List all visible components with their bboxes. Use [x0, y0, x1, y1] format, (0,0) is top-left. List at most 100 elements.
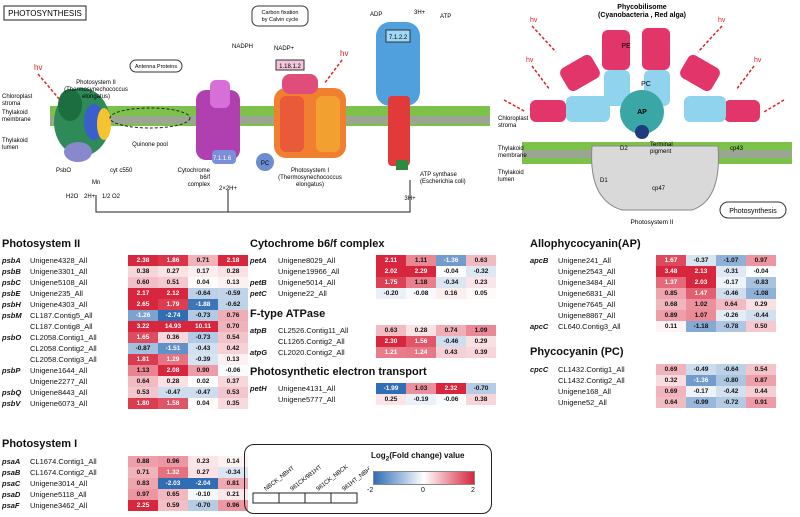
gene-name: petC — [250, 289, 267, 298]
svg-text:3H+: 3H+ — [414, 10, 426, 16]
heatmap-cell: -0.87 — [128, 343, 158, 354]
legend-max: 2 — [471, 487, 475, 494]
heatmap-cell: 2.11 — [376, 255, 406, 266]
heatmap-cell: 1.13 — [128, 365, 158, 376]
section-title-ap: Allophycocyanin(AP) — [530, 238, 641, 250]
gene-name — [2, 376, 30, 387]
heatmap-cell: 0.97 — [128, 489, 158, 500]
heatmap-cell: 0.05 — [466, 288, 496, 299]
heatmap-cell: 1.02 — [686, 299, 716, 310]
heatmap-cell: -0.37 — [686, 255, 716, 266]
heatmap-cell: 0.43 — [436, 347, 466, 358]
gene-name: psbB — [2, 267, 21, 276]
svg-text:NADPH: NADPH — [232, 44, 253, 50]
heatmap-cell: -1.51 — [158, 343, 188, 354]
svg-text:PC: PC — [261, 161, 270, 167]
gene-name — [530, 310, 558, 321]
gene-name: atpB — [250, 326, 267, 335]
heatmap-cell: -0.59 — [218, 288, 248, 299]
heatmap-cell: 1.32 — [158, 467, 188, 478]
gene-name: psbH — [2, 300, 21, 309]
quinone-pool — [109, 107, 191, 129]
heatmap-cell: -1.99 — [376, 383, 406, 394]
heatmap-cell: 2.65 — [128, 299, 158, 310]
svg-text:Phycobilisome(Cyanobacteria ,: Phycobilisome(Cyanobacteria , Red alga) — [598, 4, 686, 19]
heatmap-cell: 0.65 — [158, 489, 188, 500]
unigene-id: Unigene1644_All — [30, 366, 88, 375]
unigene-id: CL1432.Contig1_All — [558, 365, 625, 374]
svg-text:ATP: ATP — [440, 14, 451, 20]
unigene-id: CL640.Contig3_All — [558, 322, 621, 331]
heatmap-cell: 0.70 — [218, 321, 248, 332]
heatmap-cell: -2.74 — [158, 310, 188, 321]
svg-text:1.18.1.2: 1.18.1.2 — [279, 64, 301, 70]
gene-name — [530, 288, 558, 299]
heatmap-cell: -0.43 — [188, 343, 218, 354]
heatmap-cell: 0.04 — [188, 398, 218, 409]
gene-name: psaC — [2, 479, 21, 488]
heatmap-cell: 0.23 — [466, 277, 496, 288]
section-title-cytb6f: Cytochrome b6/f complex — [250, 238, 385, 250]
gene-name — [530, 277, 558, 288]
pbs-rods — [530, 28, 760, 122]
svg-text:hv: hv — [340, 49, 348, 58]
heatmap-cell: 0.54 — [746, 364, 776, 375]
unigene-id: Unigene8867_All — [558, 311, 616, 320]
unigene-id: Unigene3484_All — [558, 278, 616, 287]
heatmap-cell: 0.23 — [188, 456, 218, 467]
heatmap-cell: -0.10 — [188, 489, 218, 500]
gene-name: petB — [250, 278, 267, 287]
svg-text:7.1.2.2: 7.1.2.2 — [389, 35, 408, 41]
unigene-id: Unigene8443_All — [30, 388, 88, 397]
heatmap-cell: -0.34 — [436, 277, 466, 288]
heatmap-cell: 1.18 — [406, 277, 436, 288]
unigene-id: CL2058.Contig3_All — [30, 355, 97, 364]
heatmap-cell: 0.69 — [656, 386, 686, 397]
heatmap-cell: 0.85 — [656, 288, 686, 299]
heatmap-cell: 0.53 — [128, 387, 158, 398]
heatmap-cell: 2.13 — [686, 266, 716, 277]
legend-min: -2 — [367, 487, 374, 494]
section-title-psi: Photosystem I — [2, 438, 78, 450]
heatmap-cell: 0.83 — [128, 478, 158, 489]
svg-text:AP: AP — [637, 109, 647, 116]
heatmap-cell: 0.89 — [656, 310, 686, 321]
heatmap-cell: 0.91 — [746, 397, 776, 408]
unigene-id: CL1432.Contig2_All — [558, 376, 625, 385]
cytb6f-complex — [196, 90, 240, 160]
heatmap-cell: 0.68 — [656, 299, 686, 310]
section-title-psii: Photosystem II — [2, 238, 81, 250]
heatmap-cell: 1.37 — [656, 277, 686, 288]
svg-text:H2O: H2O — [66, 194, 79, 200]
heatmap-cell: 1.67 — [656, 255, 686, 266]
unigene-id: Unigene22_All — [278, 289, 327, 298]
heatmap-cell: 14.93 — [158, 321, 188, 332]
heatmap-cell: 0.71 — [128, 467, 158, 478]
heatmap-cell: 0.14 — [218, 456, 248, 467]
heatmap-cell: -0.32 — [466, 266, 496, 277]
heatmap-cell: 0.90 — [188, 365, 218, 376]
gene-name: petA — [250, 256, 267, 265]
svg-text:D2: D2 — [620, 146, 628, 152]
heatmap-cell: 0.71 — [188, 255, 218, 266]
unigene-id: Unigene3301_All — [30, 267, 88, 276]
heatmap-cell: -1.36 — [436, 255, 466, 266]
unigene-id: Unigene2543_All — [558, 267, 616, 276]
heatmap-cell: 2.03 — [686, 277, 716, 288]
